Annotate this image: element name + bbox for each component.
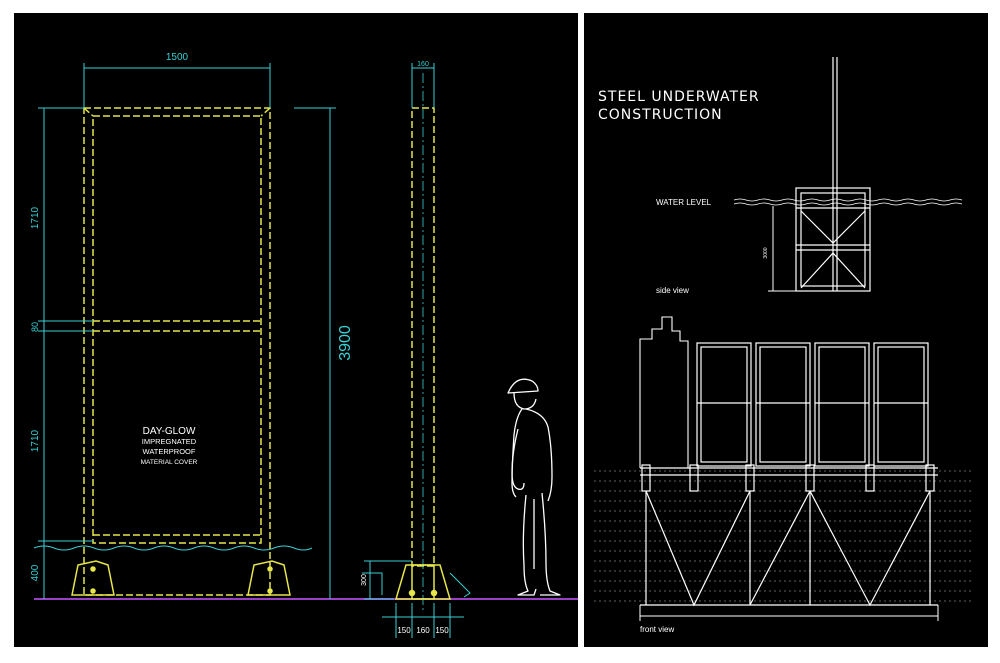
front-view-building-silhouette <box>639 316 689 468</box>
title-line1: STEEL UNDERWATER <box>598 89 760 105</box>
material-label-line3: WATERPROOF <box>143 447 196 456</box>
front-view-water-texture <box>594 470 974 602</box>
height-dimension-chain <box>38 107 93 599</box>
material-label-line2: IMPREGNATED <box>142 437 197 446</box>
depth-dimension-label: 3000 <box>763 247 769 258</box>
side-width-label: 160 <box>417 61 429 68</box>
material-label-line4: MATERIAL COVER <box>141 459 198 466</box>
front-view-label: front view <box>640 625 674 634</box>
width-dimension <box>83 63 271 108</box>
water-wave-line <box>33 545 313 551</box>
width-dimension-label: 1500 <box>166 52 189 63</box>
total-height-dimension <box>294 107 336 599</box>
front-view-dimension <box>639 605 939 621</box>
front-view-panels <box>696 342 929 467</box>
side-view-structure <box>795 57 871 292</box>
front-frame <box>83 107 271 596</box>
height-base-label: 400 <box>30 564 41 581</box>
side-width-dimension <box>411 63 435 108</box>
base-width-label-left: 150 <box>397 626 411 635</box>
cad-elevation-panel: 1500 1710 80 1710 400 3900 DAY-GLOW IMPR… <box>14 13 578 647</box>
water-level-lines <box>733 198 963 206</box>
water-level-label: WATER LEVEL <box>656 198 712 207</box>
front-view-substructure <box>640 464 938 607</box>
underwater-construction-panel: STEEL UNDERWATER CONSTRUCTION WATER LEVE… <box>584 13 988 647</box>
cad-elevation-drawing: 1500 1710 80 1710 400 3900 DAY-GLOW IMPR… <box>30 52 578 638</box>
depth-dimension <box>768 206 796 292</box>
title-line2: CONSTRUCTION <box>598 107 723 123</box>
human-figure-sketch <box>507 378 561 596</box>
total-height-label: 3900 <box>337 325 354 361</box>
underwater-construction-sketch: STEEL UNDERWATER CONSTRUCTION WATER LEVE… <box>594 57 974 634</box>
side-view-label: side view <box>656 286 689 295</box>
material-label-line1: DAY-GLOW <box>143 426 196 437</box>
base-width-label-center: 160 <box>416 626 430 635</box>
side-base <box>394 564 452 600</box>
base-height-label: 300 <box>361 574 368 586</box>
height-lower-label: 1710 <box>30 429 41 452</box>
height-mid-label: 80 <box>30 322 40 332</box>
base-width-label-right: 150 <box>435 626 449 635</box>
height-upper-label: 1710 <box>30 206 41 229</box>
base-feet <box>71 560 291 596</box>
side-base-dimensions <box>362 560 471 638</box>
